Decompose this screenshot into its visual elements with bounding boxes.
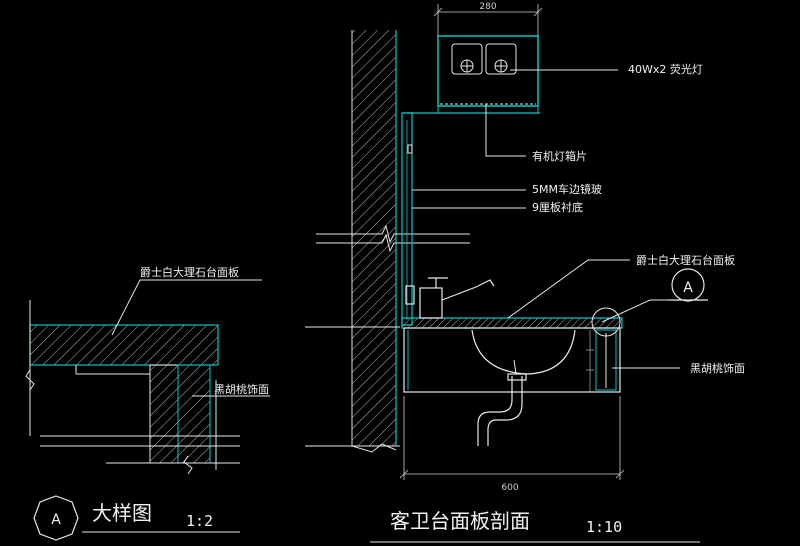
detail-tag-label: A [51,512,61,528]
detail-break-lines [25,300,240,475]
break-lines [305,224,470,447]
section-scale: 1:10 [586,518,622,536]
detail-scale: 1:2 [186,512,213,530]
label-backing-board: 9厘板衬底 [532,200,583,214]
light-box [402,35,540,114]
label-fluorescent: 40Wx2 荧光灯 [628,62,703,76]
detail-tag-icon [33,495,79,541]
drain-trap-icon [477,373,527,446]
wall [351,30,397,453]
label-acrylic-grille: 有机灯箱片 [532,149,587,163]
section-title-block: 客卫台面板剖面 1:10 [370,509,700,543]
detail-callout-circle [591,307,621,337]
leader-lines [412,69,680,369]
detail-view: 爵士白大理石台面板 黑胡桃饰面 A 大样图 1:2 [25,265,270,541]
section-ref-label: A [683,280,693,296]
detail-title: 大样图 [92,501,152,525]
label-marble-top: 爵士白大理石台面板 [636,253,735,267]
section-ref-callout: A [668,268,708,302]
detail-title-block: A 大样图 1:2 [33,495,240,541]
dimension-side [586,330,594,392]
mirror-panel [401,112,413,326]
label-mirror: 5MM车边镜玻 [532,182,602,196]
dimension-bottom-label: 600 [501,483,518,493]
section-view: 280 600 40Wx2 荧光灯 有机灯箱片 5MM车边 [305,2,745,543]
dimension-top-label: 280 [479,2,496,12]
detail-leaders [111,279,270,397]
section-title: 客卫台面板剖面 [390,509,530,533]
detail-label-marble-top: 爵士白大理石台面板 [140,265,239,279]
label-walnut-facing: 黑胡桃饰面 [690,361,745,375]
dimension-bottom [399,396,625,480]
detail-label-walnut-facing: 黑胡桃饰面 [214,382,269,396]
vanity-countertop [401,317,623,393]
dimension-top [433,4,543,36]
fluorescent-lamp-icon [451,43,517,75]
faucet-icon [405,277,495,319]
